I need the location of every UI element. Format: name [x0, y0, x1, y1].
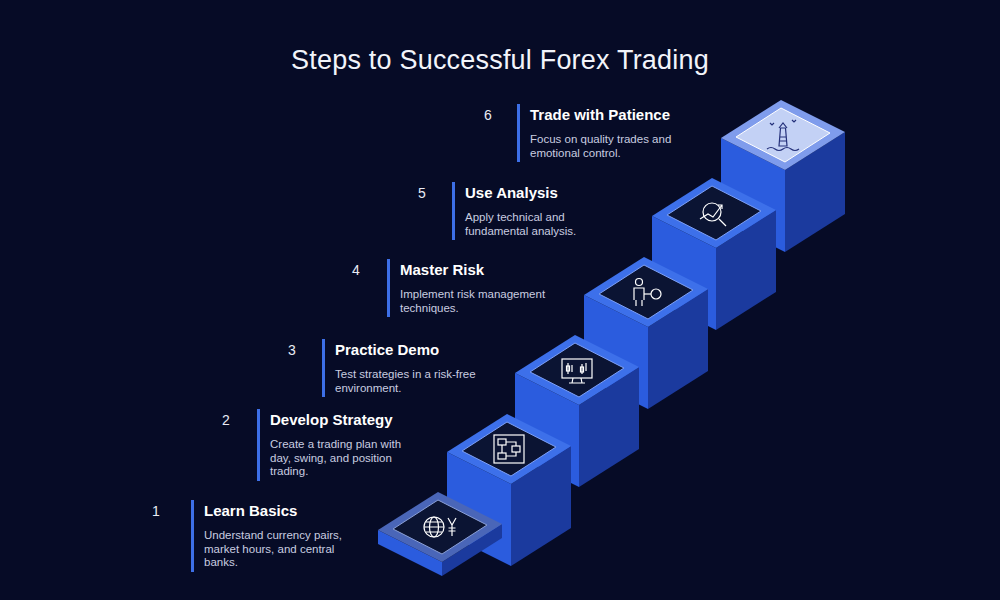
- stair-top-inset: [667, 186, 761, 240]
- monitor-stand: [569, 378, 585, 383]
- step-bar: Develop StrategyCreate a trading plan wi…: [257, 409, 420, 481]
- stair-top-face: [652, 178, 776, 248]
- lighthouse-cap: [779, 123, 787, 128]
- step-heading: Use Analysis: [465, 184, 615, 202]
- stair-top-inset: [599, 265, 693, 319]
- step-description: Implement risk management techniques.: [400, 288, 570, 315]
- yen-symbol: [448, 518, 456, 536]
- step-bar: Trade with PatienceFocus on quality trad…: [517, 104, 690, 162]
- risk-circle: [651, 289, 661, 299]
- step-number: 3: [288, 341, 296, 359]
- step-heading: Master Risk: [400, 261, 570, 279]
- stair-top-inset: [462, 422, 556, 476]
- stair-top-inset: [393, 500, 487, 554]
- step-heading: Practice Demo: [335, 341, 505, 359]
- link-line: [644, 293, 651, 294]
- person-head: [636, 279, 643, 286]
- step-number: 2: [222, 411, 230, 429]
- strategy-icon: [494, 435, 524, 463]
- stair-top-inset: [736, 108, 830, 162]
- step-description: Focus on quality trades and emotional co…: [530, 133, 690, 160]
- stair-top-face: [721, 100, 845, 170]
- wave-symbol: [767, 148, 799, 151]
- magnifier-handle: [719, 219, 726, 226]
- step-bar: Practice DemoTest strategies in a risk-f…: [322, 339, 505, 397]
- diagram-title: Steps to Successful Forex Trading: [0, 44, 1000, 76]
- step-number: 5: [418, 184, 426, 202]
- step-heading: Learn Basics: [204, 502, 359, 520]
- step-heading: Develop Strategy: [270, 411, 420, 429]
- step-description: Test strategies in a risk-free environme…: [335, 368, 505, 395]
- risk-icon: [634, 279, 661, 307]
- flow-line: [502, 442, 516, 456]
- flow-box: [498, 453, 506, 459]
- candlestick-body: [567, 366, 570, 371]
- step-description: Create a trading plan with day, swing, a…: [270, 438, 420, 479]
- step-bar: Use AnalysisApply technical and fundamen…: [452, 182, 615, 240]
- step-number: 4: [352, 261, 360, 279]
- magnifier-lens: [703, 203, 721, 221]
- step-description: Understand currency pairs, market hours,…: [204, 529, 359, 570]
- candlestick-body: [581, 367, 584, 372]
- globe-icon: [424, 517, 456, 537]
- plan-frame: [494, 435, 524, 463]
- lighthouse-tower: [779, 128, 787, 146]
- monitor-screen: [562, 359, 592, 378]
- candlestick-symbol: [568, 363, 586, 374]
- globe-outline: [424, 517, 444, 537]
- step-bar: Master RiskImplement risk management tec…: [387, 259, 570, 317]
- analysis-icon: [700, 203, 726, 226]
- stair-top-inset: [530, 343, 624, 397]
- globe-parallel: [424, 522, 444, 532]
- stair-top-face: [584, 257, 708, 327]
- lighthouse-band: [780, 137, 787, 141]
- flow-box: [512, 446, 520, 452]
- trend-arrow: [700, 205, 722, 219]
- step-description: Apply technical and fundamental analysis…: [465, 211, 615, 238]
- step-number: 1: [152, 502, 160, 520]
- step-number: 6: [484, 106, 492, 124]
- person-body: [634, 288, 644, 306]
- stair-top-face: [515, 335, 639, 405]
- lighthouse-icon: [767, 120, 799, 151]
- step-bar: Learn BasicsUnderstand currency pairs, m…: [191, 500, 359, 572]
- demo-icon: [562, 359, 592, 383]
- step-heading: Trade with Patience: [530, 106, 690, 124]
- stair-top-face: [447, 414, 571, 484]
- stair-block: [378, 492, 502, 576]
- bird-symbol: [770, 120, 796, 125]
- flow-box: [498, 439, 506, 445]
- stair-top-face: [378, 492, 502, 562]
